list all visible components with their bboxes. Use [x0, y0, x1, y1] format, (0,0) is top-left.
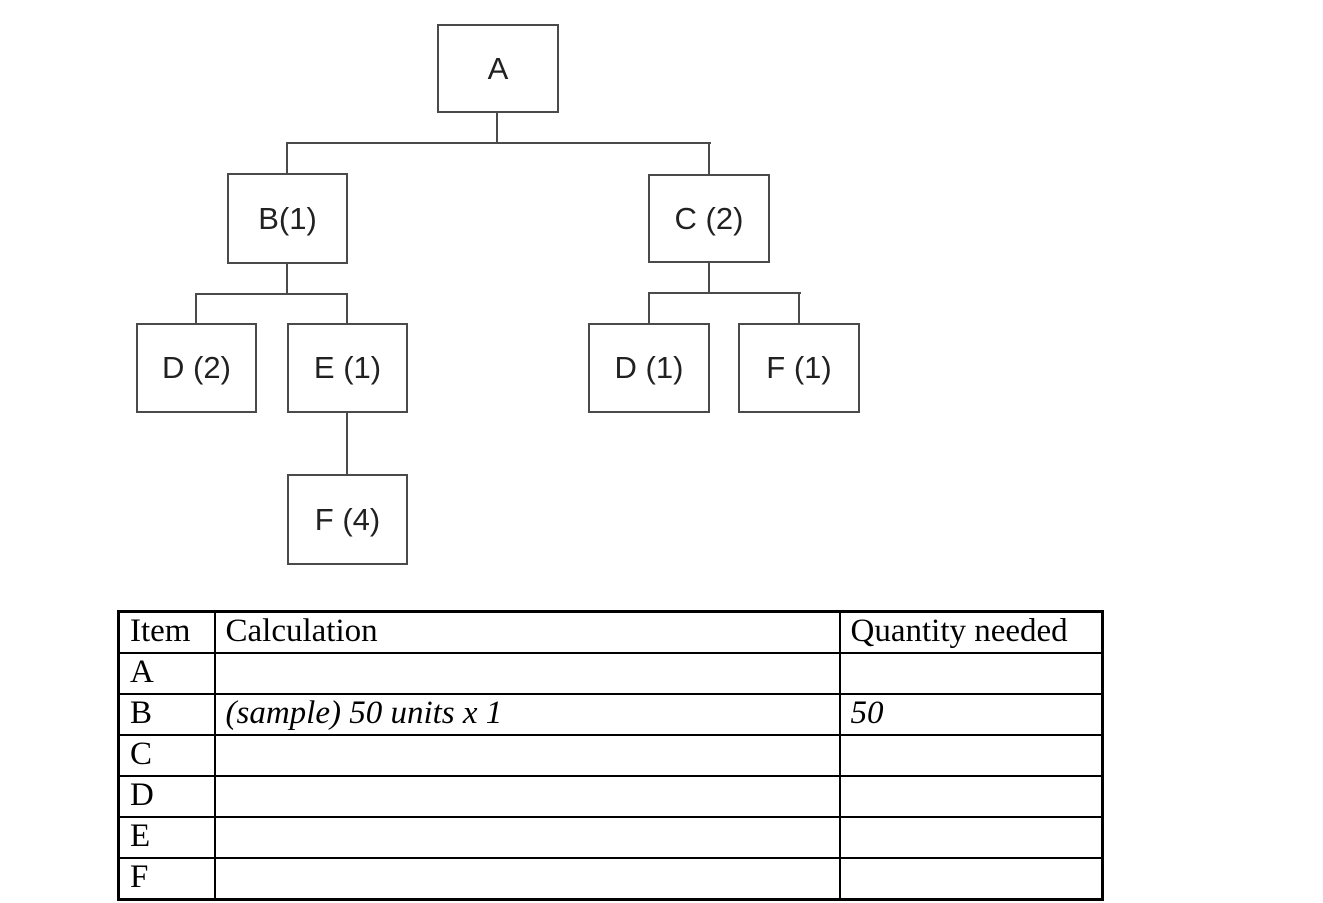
connector-d2-riser [195, 293, 197, 324]
table-row-d: D [117, 775, 1104, 818]
tree-node-d-under-c-label: D (1) [614, 350, 684, 385]
quantity-cell [838, 775, 1104, 818]
header-calculation: Calculation [213, 610, 841, 654]
tree-node-b-label: B(1) [258, 200, 317, 236]
connector-e1-riser [346, 293, 348, 324]
tree-node-a: A [437, 24, 559, 113]
table-row-f: F [117, 857, 1104, 901]
calculation-cell [213, 734, 841, 777]
item-cell: E [117, 816, 216, 859]
table-header-row: Item Calculation Quantity needed [117, 610, 1104, 654]
table-row-e: E [117, 816, 1104, 859]
quantity-cell [838, 857, 1104, 901]
item-cell: A [117, 652, 216, 695]
connector-f1-riser [798, 292, 800, 324]
item-cell: D [117, 775, 216, 818]
connector-b-riser [286, 142, 288, 174]
tree-node-e-under-b-label: E (1) [313, 350, 382, 385]
quantity-cell: 50 [838, 693, 1104, 736]
tree-node-c-label: C (2) [674, 200, 744, 236]
table-row-a: A [117, 652, 1104, 695]
table-row-c: C [117, 734, 1104, 777]
tree-node-a-label: A [487, 50, 509, 86]
tree-node-d-under-b-label: D (2) [162, 350, 231, 385]
item-cell: B [117, 693, 216, 736]
quantity-table: Item Calculation Quantity needed A B (sa… [117, 610, 1104, 901]
calculation-cell: (sample) 50 units x 1 [213, 693, 841, 736]
connector-a-drop [496, 113, 498, 144]
tree-node-f-under-e-label: F (4) [314, 501, 381, 537]
calculation-cell [213, 816, 841, 859]
connector-c-riser [708, 142, 710, 175]
tree-node-e-under-b: E (1) [287, 323, 408, 413]
tree-node-b: B(1) [227, 173, 348, 264]
connector-d1-riser [648, 292, 650, 324]
tree-node-f-under-e: F (4) [287, 474, 408, 565]
quantity-cell [838, 652, 1104, 695]
tree-node-d-under-c: D (1) [588, 323, 710, 413]
tree-node-f-under-c: F (1) [738, 323, 860, 413]
tree-node-c: C (2) [648, 174, 770, 263]
connector-b-children-bar [195, 293, 348, 295]
connector-b-drop [286, 264, 288, 295]
calculation-cell [213, 775, 841, 818]
connector-c-drop [708, 263, 710, 294]
table-row-b: B (sample) 50 units x 1 50 [117, 693, 1104, 736]
tree-node-f-under-c-label: F (1) [766, 350, 832, 385]
calculation-cell [213, 857, 841, 901]
quantity-cell [838, 734, 1104, 777]
connector-c-children-bar [648, 292, 801, 294]
bom-tree-diagram: A B(1) C (2) D (2) E (1) F (4) D (1) F (… [136, 24, 860, 565]
header-quantity-needed: Quantity needed [838, 610, 1104, 654]
quantity-cell [838, 816, 1104, 859]
calculation-cell [213, 652, 841, 695]
tree-node-d-under-b: D (2) [136, 323, 257, 413]
header-item: Item [117, 610, 216, 654]
connector-e-to-f [346, 413, 348, 475]
connector-level1-bar [286, 142, 711, 144]
item-cell: F [117, 857, 216, 901]
item-cell: C [117, 734, 216, 777]
